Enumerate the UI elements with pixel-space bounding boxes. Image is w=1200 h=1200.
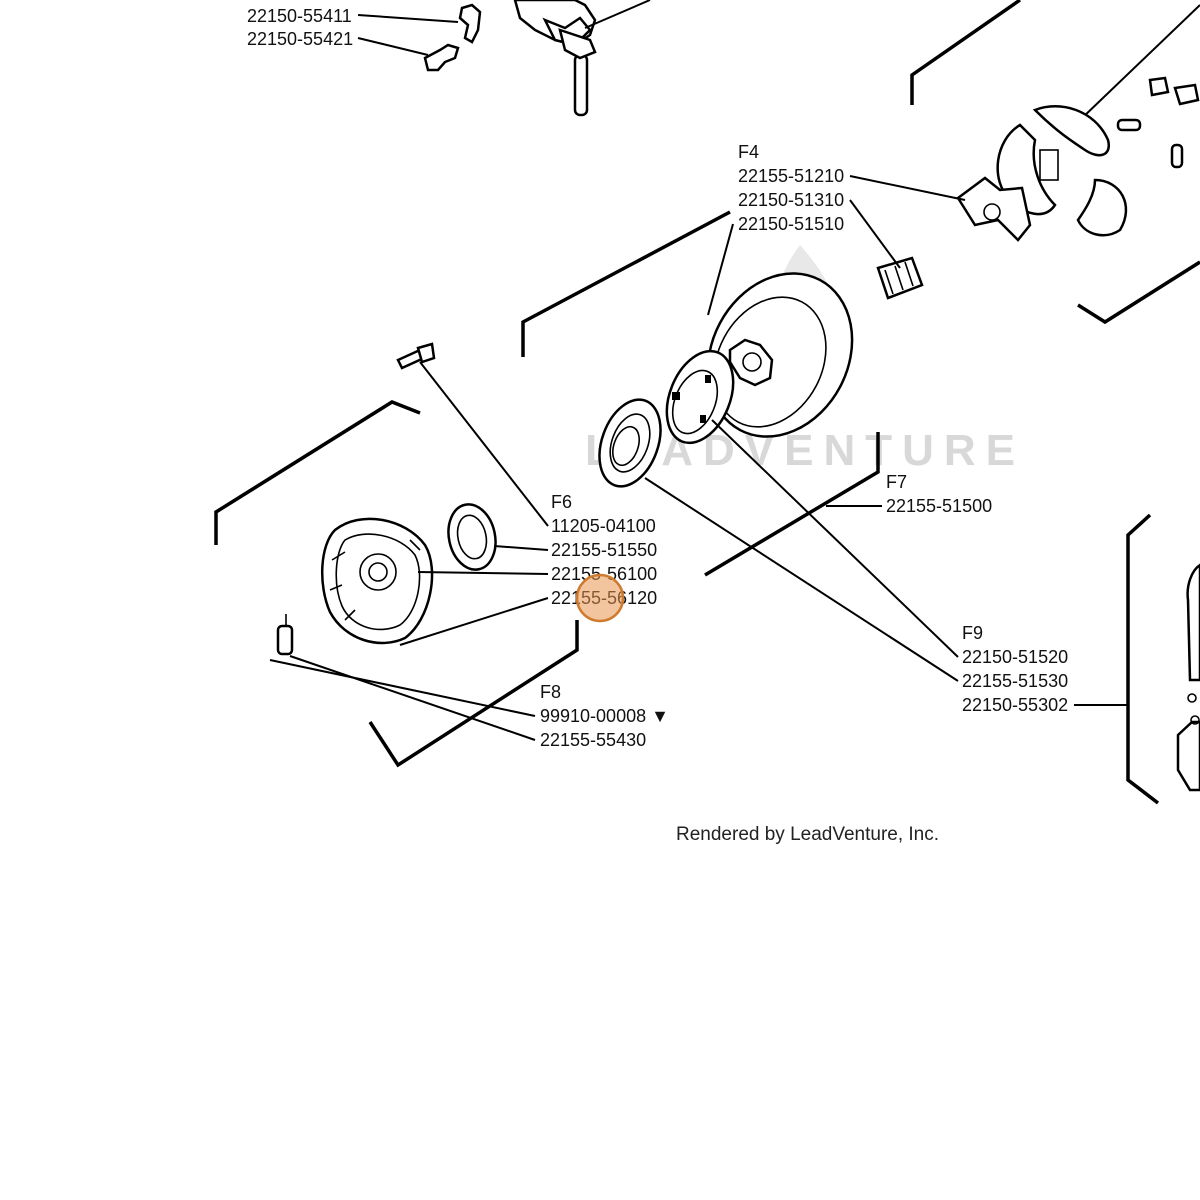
part-number-22150-51310[interactable]: 22150-51310	[738, 190, 844, 210]
washer-ring	[598, 398, 662, 488]
leader-f8-1	[269, 659, 536, 717]
right-edge-fragment	[1126, 513, 1200, 805]
part-number-22150-55421[interactable]: 22150-55421	[247, 29, 353, 49]
leader-f6-2	[493, 545, 549, 551]
part-number-22150-55411[interactable]: 22150-55411	[247, 6, 352, 26]
part-number-22150-51510[interactable]: 22150-51510	[738, 214, 844, 234]
bracket-f7-top	[521, 210, 731, 357]
part-number-99910-00008[interactable]: 99910-00008 ▼	[540, 706, 669, 726]
group-label-f4: F4	[738, 142, 759, 162]
bolt	[396, 342, 436, 370]
bracket-f8-bottom	[368, 620, 579, 768]
leader-f8-2	[289, 655, 536, 741]
rim-sprocket	[665, 349, 735, 445]
part-number-22155-56100[interactable]: 22155-56100	[551, 564, 657, 584]
pin	[276, 614, 294, 656]
ring-gasket	[447, 503, 497, 571]
credit-text: Rendered by LeadVenture, Inc.	[676, 824, 939, 845]
leader-f6-3	[417, 571, 549, 575]
sprocket-cover	[321, 517, 434, 645]
leader-f4-1	[849, 175, 966, 201]
part-number-22155-51550[interactable]: 22155-51550	[551, 540, 657, 560]
highlight-hotspot[interactable]	[575, 573, 625, 623]
group-label-f7: F7	[886, 472, 907, 492]
oil-pump-fragment	[423, 0, 651, 117]
leader-top1	[357, 14, 459, 23]
part-number-22155-51500[interactable]: 22155-51500	[886, 496, 992, 516]
group-label-f9: F9	[962, 623, 983, 643]
bracket-f8-top	[214, 400, 421, 545]
group-label-f8: F8	[540, 682, 561, 702]
clutch-drum	[706, 272, 854, 438]
group-label-f6: F6	[551, 492, 572, 512]
leader-f9-1	[711, 419, 959, 658]
part-number-22150-51520[interactable]: 22150-51520	[962, 647, 1068, 667]
part-number-22155-55430[interactable]: 22155-55430	[540, 730, 646, 750]
part-number-22150-55302[interactable]: 22150-55302	[962, 695, 1068, 715]
leader-f9-2	[644, 477, 959, 682]
leader-top2	[357, 37, 429, 56]
part-number-22155-51210[interactable]: 22155-51210	[738, 166, 844, 186]
leader-f6-1	[419, 361, 549, 527]
clutch-fragment	[876, 0, 1200, 325]
part-number-11205-04100[interactable]: 11205-04100	[551, 516, 656, 536]
leader-f4-3	[707, 223, 734, 316]
bracket-f7-bottom	[704, 432, 880, 577]
leader-f4-2	[849, 199, 901, 269]
part-number-22155-51530[interactable]: 22155-51530	[962, 671, 1068, 691]
leader-f6-4	[399, 597, 549, 646]
